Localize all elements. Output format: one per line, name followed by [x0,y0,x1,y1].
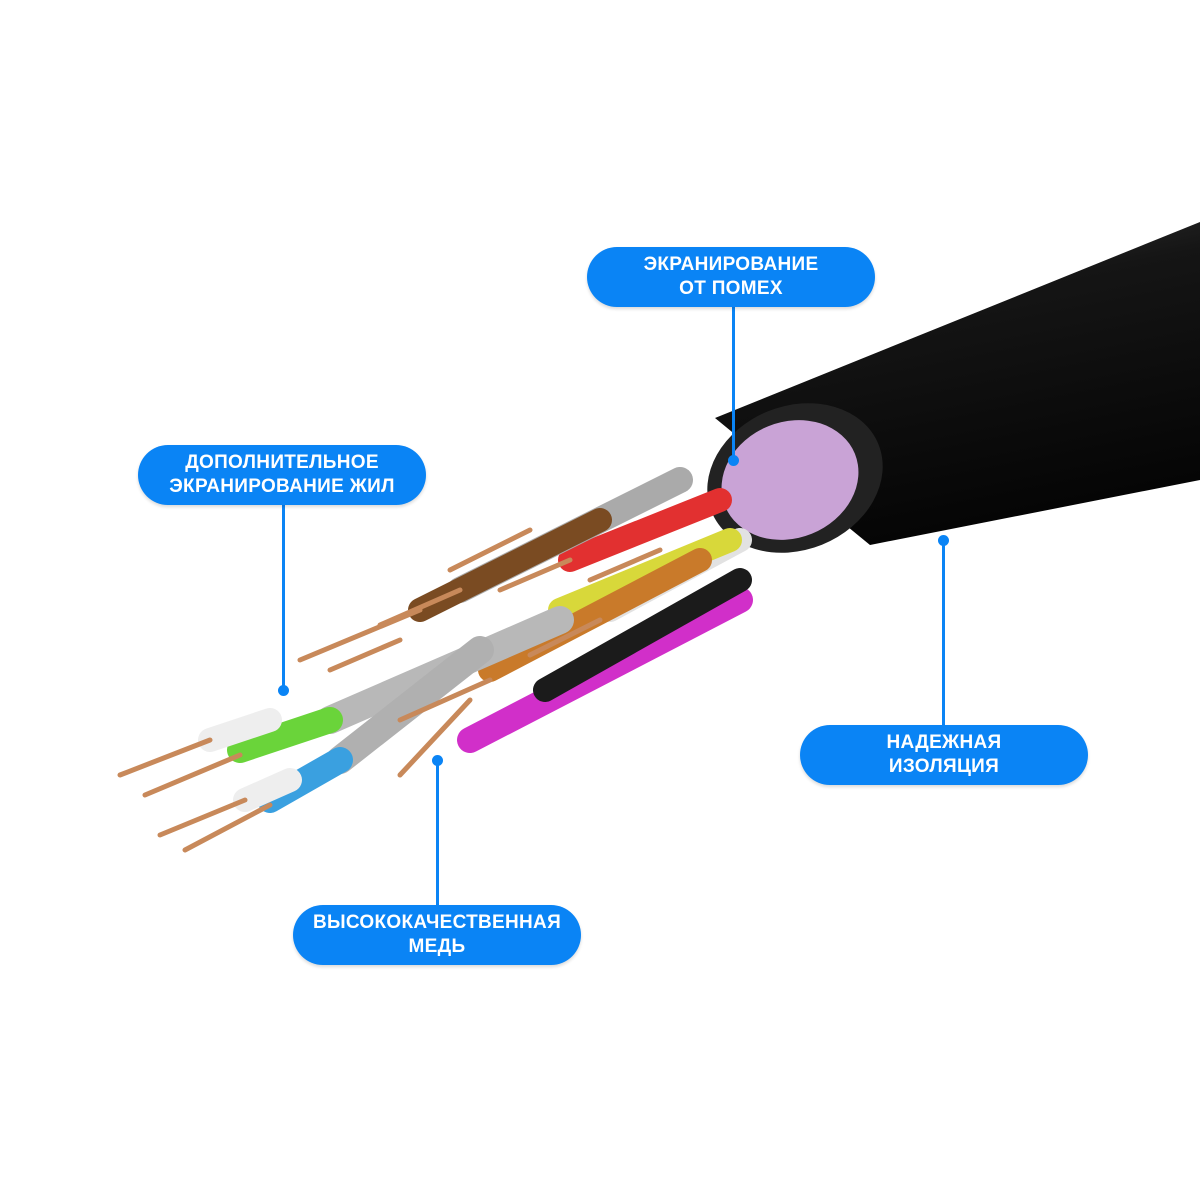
label-line: ИЗОЛЯЦИЯ [888,756,1000,777]
core-shielding-marker-dot [278,685,289,696]
foil-shield [721,420,859,540]
label-line: ЭКРАНИРОВАНИЕ ЖИЛ [169,476,395,497]
shielding-leader-line [732,307,735,460]
copper-leader-line [436,760,439,905]
label-line: ЭКРАНИРОВАНИЕ [643,254,819,275]
core-shielding-leader-line [282,505,285,690]
label-shielding: ЭКРАНИРОВАНИЕ ОТ ПОМЕХ [587,247,875,307]
label-core-shielding: ДОПОЛНИТЕЛЬНОЕ ЭКРАНИРОВАНИЕ ЖИЛ [138,445,426,505]
outer-jacket [707,222,1200,553]
copper-marker-dot [432,755,443,766]
label-line: ВЫСОКОКАЧЕСТВЕННАЯ [312,912,562,933]
insulation-marker-dot [938,535,949,546]
label-insulation: НАДЕЖНАЯ ИЗОЛЯЦИЯ [800,725,1088,785]
insulation-leader-line [942,540,945,725]
shielding-marker-dot [728,455,739,466]
label-line: МЕДЬ [408,936,466,957]
label-line: НАДЕЖНАЯ [886,732,1002,753]
label-line: ОТ ПОМЕХ [679,278,783,299]
cores [198,467,753,813]
label-copper: ВЫСОКОКАЧЕСТВЕННАЯ МЕДЬ [293,905,581,965]
copper-conductors [117,527,663,853]
label-line: ДОПОЛНИТЕЛЬНОЕ [185,452,379,473]
